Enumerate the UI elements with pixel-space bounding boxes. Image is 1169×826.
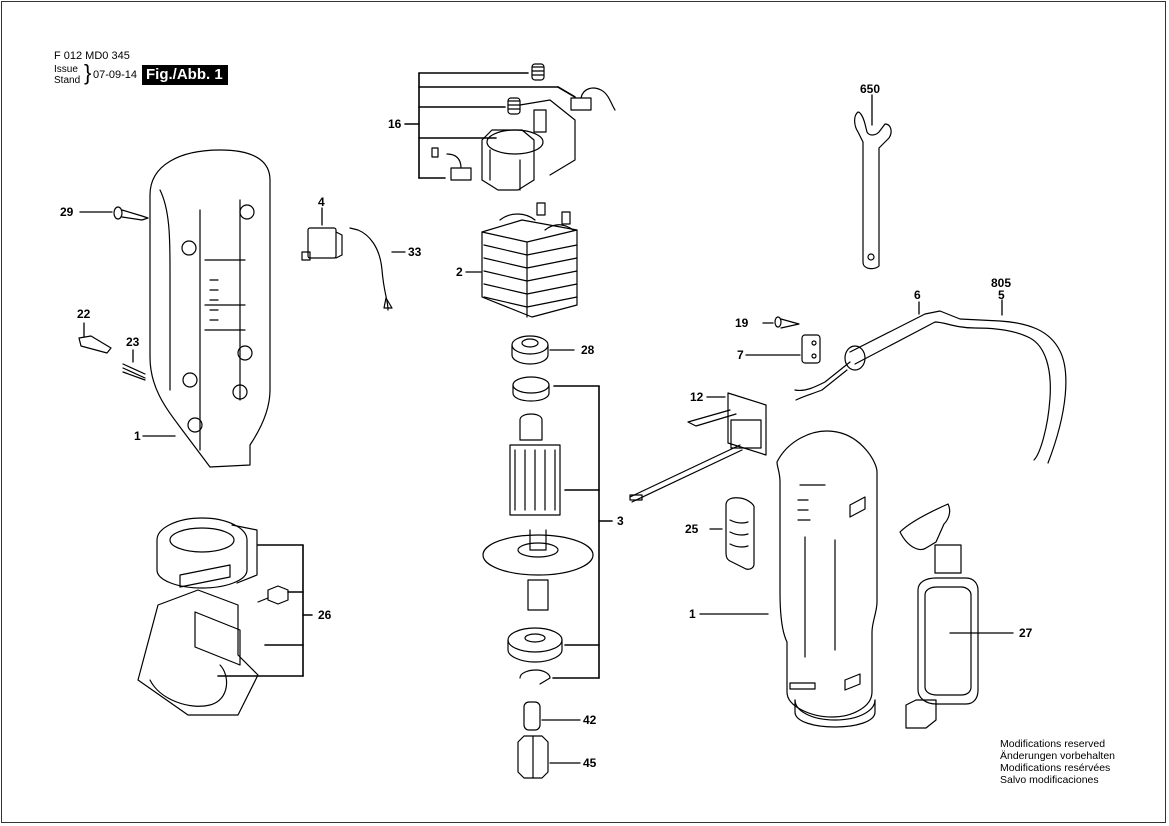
carbon-brush-icon: [431, 87, 616, 181]
part-label-805: 805: [991, 276, 1012, 290]
router-base-icon: [137, 589, 259, 716]
part-label-28: 28: [581, 343, 595, 357]
part-label-12: 12: [690, 390, 704, 404]
notice-line-es: Salvo modificaciones: [1000, 774, 1099, 786]
part-label-33: 33: [408, 245, 422, 259]
router-collar-icon: [156, 517, 258, 589]
wrench-icon: [854, 111, 892, 270]
stand-label: Stand: [54, 75, 81, 86]
brace-glyph: }: [84, 60, 92, 85]
part-label-1-housing: 1: [689, 607, 696, 621]
issue-date: 07-09-14: [93, 69, 138, 81]
part-label-2: 2: [456, 265, 463, 279]
issue-labels: Issue Stand: [54, 64, 80, 86]
screw-icon: [774, 316, 800, 329]
electronics-module-icon: [629, 392, 767, 503]
part-label-29: 29: [60, 205, 74, 219]
part-label-650: 650: [860, 82, 881, 96]
notice-line-en: Modifications reserved: [1000, 738, 1106, 750]
notice-line-de: Änderungen vorbehalten: [1000, 750, 1116, 762]
bracket-26: [217, 544, 313, 677]
figure-badge: Fig./Abb. 1: [142, 65, 228, 85]
part-label-4: 4: [318, 195, 325, 209]
part-label-45: 45: [583, 756, 597, 770]
bracket-3: [552, 385, 613, 679]
part-label-26: 26: [318, 608, 332, 622]
part-label-22: 22: [77, 307, 91, 321]
part-label-5: 5: [998, 288, 1005, 302]
part-label-7: 7: [737, 348, 744, 362]
bearing-ring-icon: [511, 335, 549, 365]
part-label-16: 16: [388, 117, 402, 131]
spring-icon: [122, 363, 146, 381]
power-cord-icon: [794, 310, 1067, 464]
knob-screw-icon: [257, 585, 289, 605]
modifications-notice: Modifications reserved Änderungen vorbeh…: [1000, 738, 1115, 786]
screw-icon: [113, 206, 149, 221]
pin-icon: [78, 335, 112, 354]
bracket-16: [404, 72, 576, 179]
switch-cover-icon: [725, 497, 755, 570]
belt-clip-icon: [899, 503, 979, 729]
switch-icon: [301, 227, 343, 261]
shaft-pin-icon: [523, 701, 541, 731]
document-code: F 012 MD0 345: [54, 50, 130, 62]
part-label-19: 19: [735, 316, 749, 330]
motor-housing-icon: [776, 430, 878, 728]
spring-icon: [507, 63, 545, 115]
brush-holder-icon: [481, 99, 576, 191]
part-label-6: 6: [914, 288, 921, 302]
armature-icon: [482, 376, 594, 685]
part-label-27: 27: [1019, 626, 1033, 640]
cord-clamp-icon: [801, 334, 821, 364]
housing-half-icon: [149, 149, 271, 468]
part-label-25: 25: [685, 522, 699, 536]
nut-icon: [517, 735, 549, 779]
cable-33-icon: [349, 227, 393, 311]
part-label-23: 23: [126, 335, 140, 349]
stator-icon: [481, 202, 578, 318]
part-label-42: 42: [583, 713, 597, 727]
part-label-3: 3: [617, 514, 624, 528]
part-label-1-housing-half: 1: [134, 429, 141, 443]
issue-label: Issue: [54, 64, 78, 75]
notice-line-fr: Modifications resérvées: [1000, 762, 1111, 774]
